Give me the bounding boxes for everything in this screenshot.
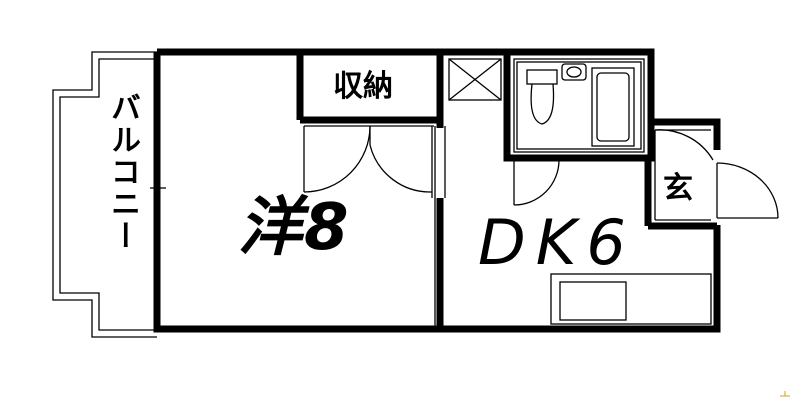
interior-walls — [296, 52, 717, 329]
kitchen-counter — [550, 273, 712, 325]
partition-detail-lines — [303, 125, 446, 330]
balcony-label: バルコニー — [105, 92, 140, 252]
unit-bath — [513, 58, 645, 153]
closet-doors — [303, 125, 433, 198]
entrance-label: 玄 — [663, 171, 693, 206]
closet-label: 収納 — [333, 69, 393, 104]
western-room-label: 洋8 — [238, 191, 351, 265]
bath-door — [513, 159, 560, 206]
entrance-door — [654, 129, 779, 221]
corner-mark — [780, 391, 790, 397]
pipe-shaft — [448, 58, 502, 101]
dining-kitchen-label: DK6 — [478, 206, 636, 279]
